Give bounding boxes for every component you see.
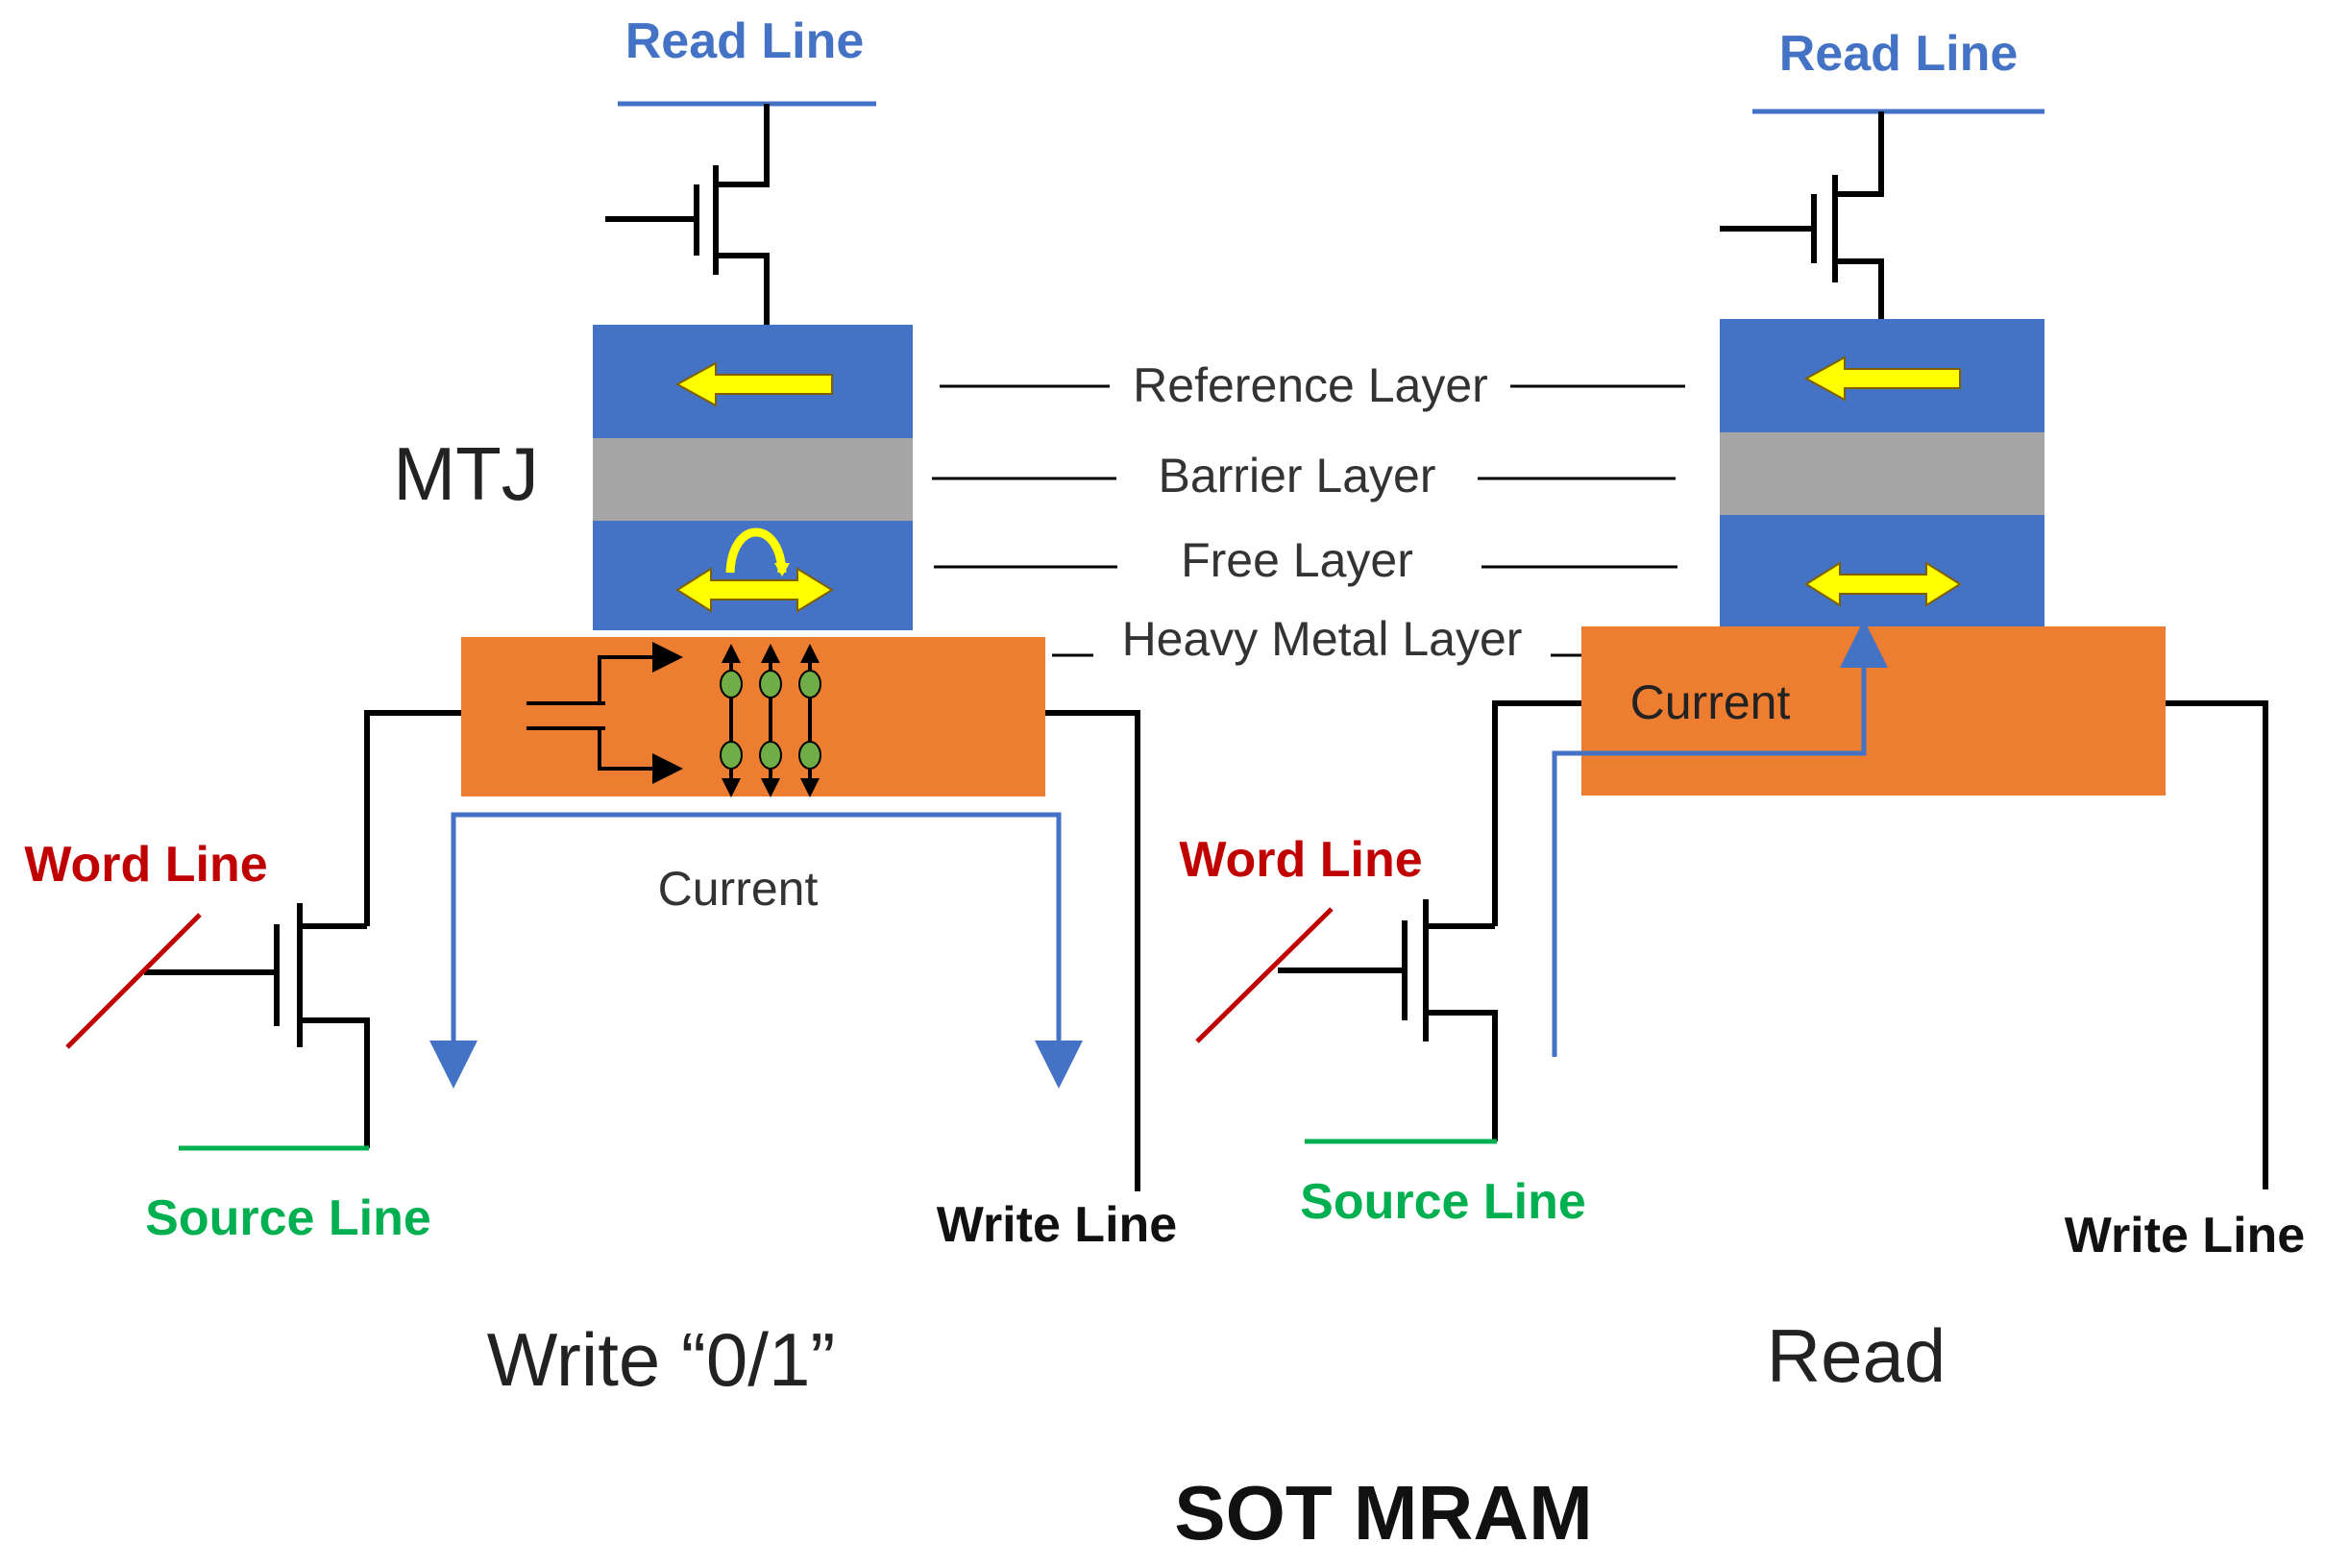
read-cell: Read Line Word Line Source L (1179, 26, 2305, 1398)
read-word-line-label: Word Line (1179, 832, 1422, 888)
write-barrier-layer (593, 438, 913, 521)
write-current-label: Current (658, 862, 819, 916)
read-current-path (1552, 620, 1888, 1057)
read-barrier-layer (1720, 432, 2044, 515)
write-branch-arrow-icon (526, 642, 683, 784)
barrier-layer-label: Barrier Layer (1159, 449, 1436, 502)
write-write-line-label: Write Line (937, 1197, 1177, 1253)
write-free-double-arrow-icon (675, 567, 834, 613)
write-current-path (429, 812, 1083, 1089)
read-current-label: Current (1630, 675, 1791, 729)
write-heavy-metal-layer (461, 637, 1045, 796)
write-wires (364, 710, 1140, 1191)
reference-layer-label: Reference Layer (1133, 358, 1488, 412)
write-reference-arrow-icon (674, 361, 833, 407)
read-free-double-arrow-icon (1804, 561, 1962, 607)
write-access-transistor (144, 903, 370, 1148)
write-free-switch-arc-icon (725, 527, 787, 574)
write-spin-icons (720, 644, 821, 797)
read-access-transistor (1278, 899, 1498, 1141)
read-write-line-label: Write Line (2065, 1208, 2305, 1263)
read-free-layer (1720, 515, 2044, 628)
mtj-label: MTJ (393, 431, 539, 516)
diagram-title: SOT MRAM (1174, 1470, 1593, 1556)
write-caption: Write “0/1” (487, 1317, 836, 1402)
write-cell: Read Line MTJ (24, 13, 1177, 1402)
read-wires (1492, 700, 2268, 1189)
layer-labels (932, 384, 1685, 657)
heavy-metal-layer-label: Heavy Metal Layer (1122, 612, 1523, 666)
write-free-layer (593, 521, 913, 630)
read-reference-arrow-icon (1803, 355, 1961, 402)
write-read-line-label: Read Line (625, 13, 865, 69)
read-read-transistor (1720, 111, 1884, 321)
read-read-line-label: Read Line (1779, 26, 2019, 82)
write-read-transistor (605, 104, 770, 327)
write-word-line (65, 913, 202, 1049)
free-layer-label: Free Layer (1181, 533, 1413, 587)
read-source-line-label: Source Line (1300, 1174, 1586, 1230)
write-word-line-label: Word Line (24, 837, 267, 893)
read-word-line (1195, 907, 1334, 1043)
read-caption: Read (1767, 1313, 1946, 1398)
write-source-line-label: Source Line (145, 1190, 431, 1246)
